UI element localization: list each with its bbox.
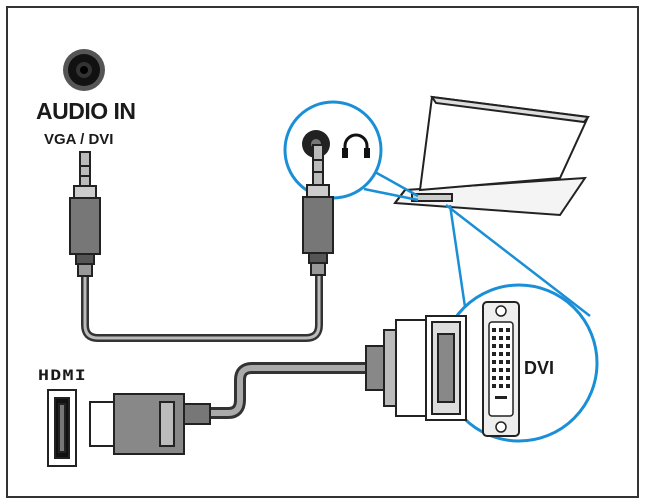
dvi-pins: [492, 328, 510, 399]
dvi-pin: [492, 328, 496, 332]
dvi-pin: [506, 376, 510, 380]
dvi-pin: [499, 376, 503, 380]
dvi-pin: [499, 328, 503, 332]
dvi-pin: [506, 384, 510, 388]
hdmi-plug: [89, 393, 211, 455]
audio-jack-socket-icon: [63, 49, 105, 91]
audio-plug-right: [302, 144, 334, 276]
dvi-pin: [506, 368, 510, 372]
dvi-pin: [499, 336, 503, 340]
laptop-illustration: [393, 95, 590, 217]
dvi-pin-blade: [495, 396, 507, 399]
dvi-pin: [492, 336, 496, 340]
hdmi-port: [47, 389, 77, 467]
dvi-pin: [492, 384, 496, 388]
audio-in-sublabel: VGA / DVI: [44, 131, 114, 148]
dvi-pin: [492, 352, 496, 356]
hdmi-label: HDMI: [38, 368, 88, 384]
dvi-pin: [492, 376, 496, 380]
audio-in-label: AUDIO IN: [36, 98, 136, 124]
dvi-port: [482, 301, 520, 437]
dvi-pin: [506, 336, 510, 340]
dvi-label: DVI: [524, 358, 555, 378]
dvi-pin: [506, 352, 510, 356]
dvi-pin: [492, 360, 496, 364]
dvi-pin: [506, 360, 510, 364]
dvi-pin: [499, 384, 503, 388]
dvi-pin: [499, 344, 503, 348]
dvi-pin: [492, 344, 496, 348]
dvi-pin: [499, 360, 503, 364]
audio-cable: [81, 275, 323, 342]
dvi-pin: [506, 328, 510, 332]
audio-plug-left: [69, 151, 101, 277]
dvi-plug: [365, 315, 467, 421]
headphone-icon: [342, 133, 370, 158]
dvi-pin: [506, 344, 510, 348]
dvi-pin: [499, 352, 503, 356]
dvi-pin: [492, 368, 496, 372]
hdmi-dvi-cable: [210, 362, 378, 419]
dvi-pin: [499, 368, 503, 372]
